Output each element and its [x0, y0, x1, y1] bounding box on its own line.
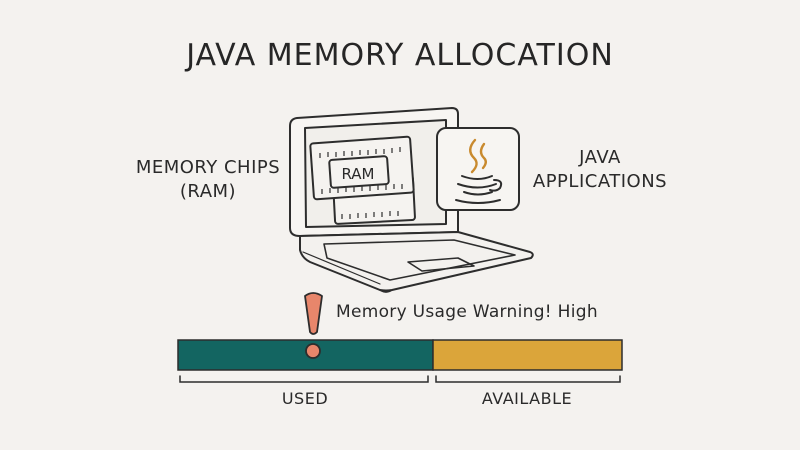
java-applications-label-line1: JAVA	[579, 147, 621, 168]
java-coffee-cup-icon	[436, 127, 520, 211]
memory-bar	[177, 339, 623, 371]
available-label: AVAILABLE	[481, 389, 573, 408]
ram-chip-icon	[309, 135, 416, 225]
java-applications-label: JAVA APPLICATIONS	[520, 146, 680, 194]
memory-chips-label-line1: MEMORY CHIPS	[135, 157, 281, 178]
page-title: JAVA MEMORY ALLOCATION	[186, 38, 614, 73]
ram-chip-label: RAM	[341, 165, 374, 183]
memory-chips-label-line2: (RAM)	[179, 181, 237, 202]
memory-chips-label: MEMORY CHIPS (RAM)	[132, 156, 284, 204]
used-bracket	[179, 375, 429, 383]
java-applications-label-line2: APPLICATIONS	[532, 171, 668, 192]
memory-warning-text: Memory Usage Warning! High	[336, 302, 598, 322]
used-label: USED	[281, 389, 329, 408]
used-segment	[177, 339, 434, 371]
available-bracket	[435, 375, 621, 383]
available-segment	[432, 339, 623, 371]
